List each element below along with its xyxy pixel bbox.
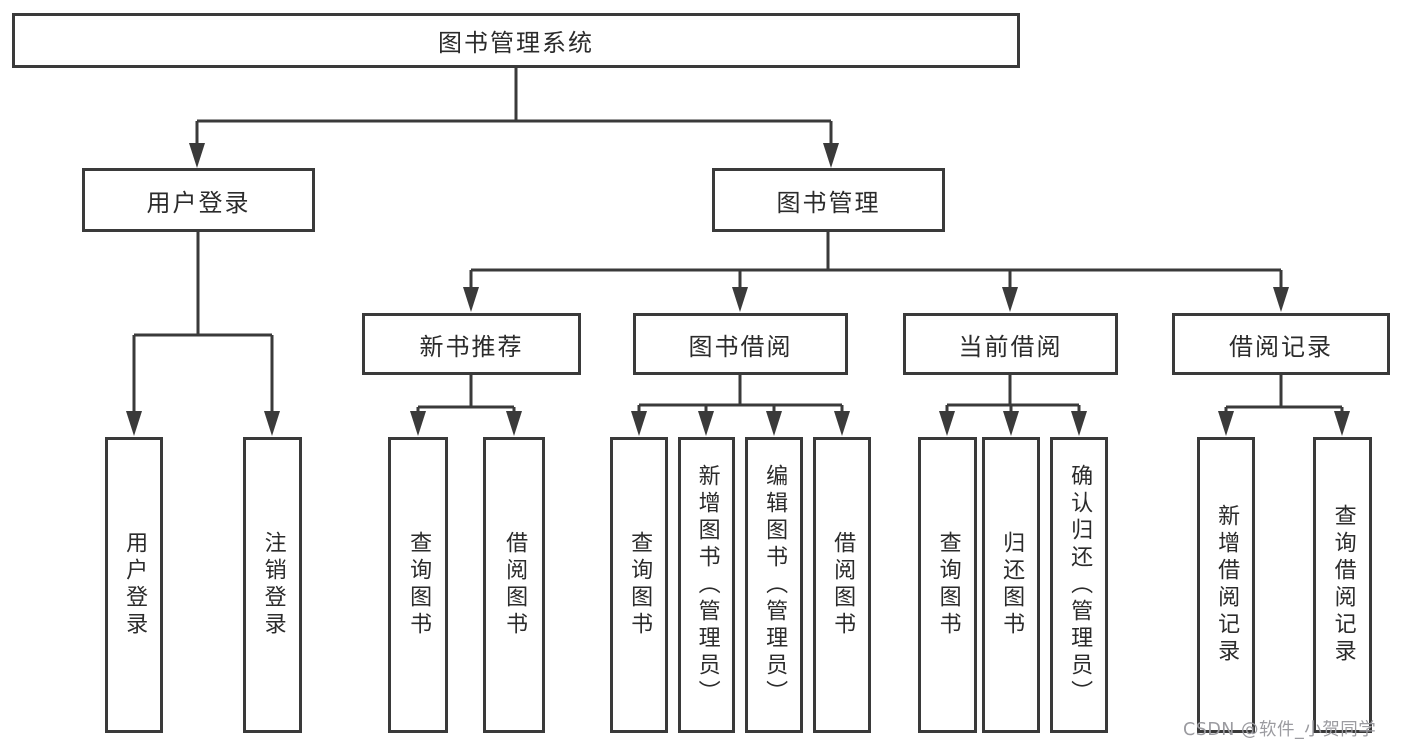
leaf-newbooks-borrow-books: 借阅图书 <box>483 437 545 733</box>
connector-current-borrow-branch <box>945 375 1081 414</box>
connector-new-books-branch <box>416 375 516 414</box>
arrowhead-icon <box>823 143 839 168</box>
leaf-current-confirm-return-admin: 确认归还（管理员） <box>1050 437 1108 733</box>
arrowhead-icon <box>189 143 205 168</box>
node-label: 查询借阅记录 <box>1330 504 1356 666</box>
node-label: 新书推荐 <box>419 332 524 361</box>
arrowhead-icon <box>1218 411 1234 436</box>
leaf-records-query-record: 查询借阅记录 <box>1313 437 1372 733</box>
connector-user-login-branch <box>132 232 274 415</box>
node-label: 归还图书 <box>999 531 1025 639</box>
node-book-management: 图书管理 <box>712 168 945 232</box>
leaf-logout: 注销登录 <box>243 437 302 733</box>
arrowhead-icon <box>939 411 955 436</box>
node-label: 新增图书（管理员） <box>694 463 720 707</box>
arrowhead-icon <box>631 411 647 436</box>
node-borrow-records: 借阅记录 <box>1172 313 1390 375</box>
node-label: 借阅图书 <box>830 531 856 639</box>
node-user-login: 用户登录 <box>82 168 315 232</box>
arrowhead-icon <box>463 287 479 312</box>
node-label: 当前借阅 <box>958 332 1063 361</box>
node-label: 用户登录 <box>146 188 251 217</box>
node-label: 查询图书 <box>935 531 961 639</box>
arrowhead-icon <box>732 287 748 312</box>
leaf-borrowing-add-books-admin: 新增图书（管理员） <box>678 437 735 733</box>
arrowhead-icon <box>126 411 142 436</box>
connector-root <box>195 68 833 147</box>
leaf-borrowing-borrow-books: 借阅图书 <box>813 437 871 733</box>
node-label: 图书管理系统 <box>438 29 594 57</box>
leaf-newbooks-query-books: 查询图书 <box>388 437 448 733</box>
leaf-records-add-record: 新增借阅记录 <box>1197 437 1255 733</box>
node-label: 借阅图书 <box>502 531 528 639</box>
connector-book-borrow-branch <box>637 375 844 414</box>
node-label: 查询图书 <box>627 531 653 639</box>
leaf-current-return-books: 归还图书 <box>982 437 1040 733</box>
arrowhead-icon <box>1003 411 1019 436</box>
node-label: 查询图书 <box>406 531 432 639</box>
connector-borrow-records-branch <box>1224 375 1344 414</box>
arrowhead-icon <box>506 411 522 436</box>
arrowhead-icon <box>834 411 850 436</box>
node-current-borrowing: 当前借阅 <box>903 313 1118 375</box>
leaf-borrowing-query-books: 查询图书 <box>610 437 668 733</box>
node-label: 注销登录 <box>260 531 286 639</box>
watermark: CSDN @软件_小贺同学 <box>1183 720 1377 740</box>
leaf-user-login: 用户登录 <box>105 437 163 733</box>
leaf-current-query-books: 查询图书 <box>918 437 977 733</box>
leaf-borrowing-edit-books-admin: 编辑图书（管理员） <box>745 437 803 733</box>
node-label: 借阅记录 <box>1229 332 1333 361</box>
connector-book-management-branch <box>469 232 1283 291</box>
node-book-borrowing: 图书借阅 <box>633 313 848 375</box>
node-library-management-system: 图书管理系统 <box>12 13 1020 68</box>
arrowhead-icon <box>766 411 782 436</box>
node-label: 用户登录 <box>122 531 148 639</box>
arrowhead-icon <box>1002 287 1018 312</box>
arrowhead-icon <box>1071 411 1087 436</box>
node-label: 编辑图书（管理员） <box>762 463 788 707</box>
node-label: 图书借阅 <box>688 332 793 361</box>
arrowhead-icon <box>1273 287 1289 312</box>
node-label: 图书管理 <box>776 188 881 217</box>
node-label: 新增借阅记录 <box>1214 504 1240 666</box>
node-label: 确认归还（管理员） <box>1067 463 1093 707</box>
arrowhead-icon <box>410 411 426 436</box>
arrowhead-icon <box>264 411 280 436</box>
arrowhead-icon <box>1334 411 1350 436</box>
arrowhead-icon <box>698 411 714 436</box>
node-new-book-recommendation: 新书推荐 <box>362 313 581 375</box>
